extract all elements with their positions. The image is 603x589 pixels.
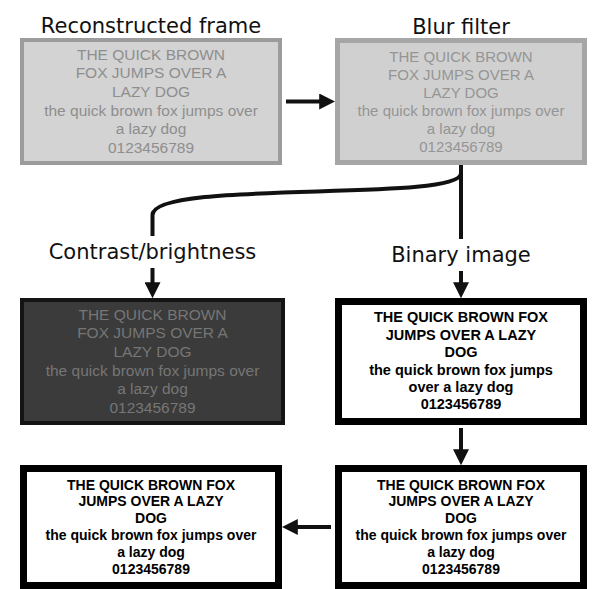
sample-text: the quick brown fox jumps over a lazy do… (352, 102, 570, 138)
sample-text: THE QUICK BROWN FOX JUMPS OVER A LAZY DO… (64, 306, 242, 362)
step-heading: Blur filter (310, 15, 603, 39)
sample-text: the quick brown fox jumps over a lazy do… (352, 362, 570, 397)
sample-text: 0123456789 (112, 561, 190, 578)
panel-content: THE QUICK BROWN FOX JUMPS OVER A LAZY DO… (340, 43, 582, 160)
flow-arrow (153, 165, 462, 291)
panel-content: THE QUICK BROWN FOX JUMPS OVER A LAZY DO… (24, 42, 278, 161)
image-panel: THE QUICK BROWN FOX JUMPS OVER A LAZY DO… (335, 298, 587, 425)
sample-text: THE QUICK BROWN FOX JUMPS OVER A LAZY DO… (62, 46, 240, 102)
flow-arrow (459, 165, 463, 291)
image-panel: THE QUICK BROWN FOX JUMPS OVER A LAZY DO… (20, 298, 285, 425)
panel-content: THE QUICK BROWN FOX JUMPS OVER A LAZY DO… (342, 305, 580, 418)
image-panel: THE QUICK BROWN FOX JUMPS OVER A LAZY DO… (335, 38, 587, 165)
panel-content: THE QUICK BROWN FOX JUMPS OVER A LAZY DO… (342, 472, 580, 582)
step-heading: Reconstructed frame (0, 14, 308, 38)
flow-arrow (286, 100, 328, 104)
sample-text: the quick brown fox jumps over a lazy do… (42, 527, 260, 561)
sample-text: 0123456789 (422, 561, 500, 578)
flow-arrow (459, 428, 463, 458)
sample-text: 0123456789 (421, 396, 502, 413)
flow-arrow (289, 525, 331, 529)
image-panel: THE QUICK BROWN FOX JUMPS OVER A LAZY DO… (20, 465, 282, 589)
image-panel: THE QUICK BROWN FOX JUMPS OVER A LAZY DO… (20, 38, 282, 165)
sample-text: the quick brown fox jumps over a lazy do… (44, 362, 262, 399)
step-heading: Binary image (312, 243, 603, 267)
sample-text: 0123456789 (419, 138, 502, 156)
sample-text: the quick brown fox jumps over a lazy do… (42, 102, 260, 139)
sample-text: the quick brown fox jumps over a lazy do… (352, 527, 570, 561)
sample-text: THE QUICK BROWN FOX JUMPS OVER A LAZY DO… (62, 477, 240, 527)
sample-text: THE QUICK BROWN FOX JUMPS OVER A LAZY DO… (372, 309, 550, 361)
image-panel: THE QUICK BROWN FOX JUMPS OVER A LAZY DO… (335, 465, 587, 589)
sample-text: THE QUICK BROWN FOX JUMPS OVER A LAZY DO… (372, 48, 550, 102)
panel-content: THE QUICK BROWN FOX JUMPS OVER A LAZY DO… (27, 472, 275, 582)
step-heading: Contrast/brightness (0, 240, 311, 264)
sample-text: 0123456789 (109, 399, 195, 418)
sample-text: 0123456789 (108, 139, 194, 158)
panel-content: THE QUICK BROWN FOX JUMPS OVER A LAZY DO… (24, 302, 281, 421)
sample-text: THE QUICK BROWN FOX JUMPS OVER A LAZY DO… (372, 477, 550, 527)
